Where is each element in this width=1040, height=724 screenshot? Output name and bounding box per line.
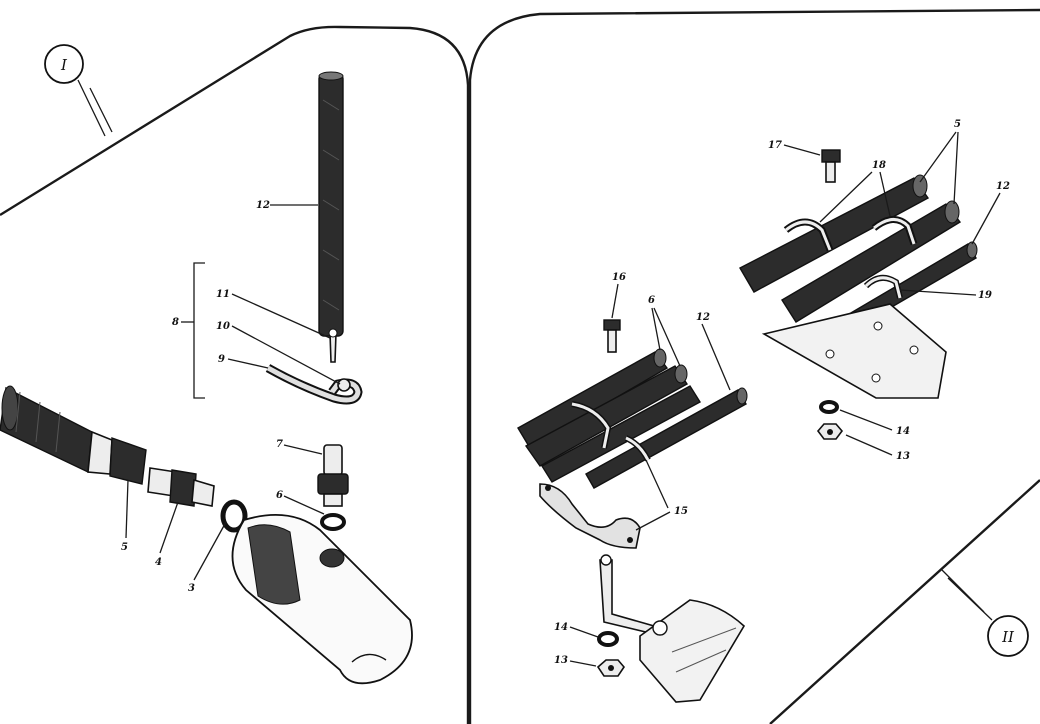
valve-7 (317, 444, 349, 507)
tank-outlet (231, 513, 413, 685)
group-8-bracket (193, 262, 205, 399)
callout-3: 3 (188, 521, 227, 594)
view-marker-II: II (941, 569, 1029, 657)
callout-5-right: 5 (919, 119, 961, 205)
svg-text:6: 6 (648, 295, 655, 306)
svg-text:II: II (1001, 628, 1015, 646)
tube-bundle-6 (517, 348, 701, 483)
callout-17: 17 (768, 140, 821, 156)
svg-text:6: 6 (276, 490, 283, 501)
svg-text:11: 11 (216, 289, 230, 300)
nut-13-top (816, 423, 844, 440)
callout-13-top: 13 (845, 434, 910, 462)
callout-5-left: 5 (121, 479, 129, 553)
callout-19: 19 (899, 289, 992, 301)
svg-text:14: 14 (554, 622, 568, 633)
svg-text:5: 5 (121, 542, 128, 553)
svg-text:12: 12 (256, 200, 270, 211)
svg-text:10: 10 (216, 321, 230, 332)
svg-text:12: 12 (996, 181, 1010, 192)
left-panel-outline (0, 25, 470, 724)
callout-12-left: 12 (256, 200, 318, 211)
svg-text:14: 14 (896, 426, 910, 437)
svg-text:17: 17 (768, 140, 782, 151)
callout-18: 18 (819, 160, 891, 223)
right-panel-outline (468, 8, 1040, 724)
bolt-17 (821, 149, 841, 183)
svg-text:13: 13 (896, 451, 910, 462)
callout-9: 9 (218, 354, 269, 369)
braided-hose-5 (0, 385, 147, 485)
view-marker-I: I (44, 44, 113, 137)
svg-text:12: 12 (696, 312, 710, 323)
callout-15: 15 (635, 459, 688, 531)
washer-14-mid (597, 631, 619, 647)
svg-text:15: 15 (674, 506, 688, 517)
tube-12 (318, 71, 344, 337)
clamp-19 (863, 274, 903, 299)
bracket-clamp-15 (539, 483, 641, 549)
callout-8: 8 (172, 317, 194, 328)
callout-7: 7 (276, 439, 323, 455)
callout-12-top: 12 (971, 181, 1010, 245)
pin-11 (328, 328, 338, 363)
tube-pair-5 (739, 174, 962, 323)
svg-text:19: 19 (978, 290, 992, 301)
callout-6: 6 (276, 490, 325, 515)
svg-text:I: I (60, 56, 68, 74)
svg-text:16: 16 (612, 272, 626, 283)
ring-3 (220, 499, 248, 533)
bundle-clamp (571, 401, 651, 462)
callout-13-mid: 13 (554, 655, 597, 667)
washer-6 (320, 513, 346, 531)
mounting-bracket (599, 554, 746, 703)
svg-text:7: 7 (276, 439, 283, 450)
washer-14-top (819, 400, 839, 414)
fitting-4 (147, 467, 215, 507)
svg-text:4: 4 (155, 557, 162, 568)
callout-4: 4 (155, 501, 179, 568)
callout-6-right: 6 (648, 295, 681, 367)
callout-14-top: 14 (839, 409, 910, 437)
svg-text:5: 5 (954, 119, 961, 130)
clamp-18 (783, 216, 918, 252)
svg-text:3: 3 (188, 583, 195, 594)
callout-16: 16 (611, 272, 626, 319)
callout-10: 10 (216, 321, 341, 385)
svg-text:9: 9 (218, 354, 225, 365)
svg-text:8: 8 (172, 317, 179, 328)
nut-13-mid (596, 659, 626, 677)
svg-text:18: 18 (872, 160, 886, 171)
clamp-bolt-10 (337, 378, 351, 392)
callout-11: 11 (216, 289, 331, 339)
callout-14-mid: 14 (554, 622, 599, 638)
bolt-16 (603, 319, 621, 353)
svg-text:13: 13 (554, 655, 568, 666)
callout-12-mid: 12 (696, 312, 731, 391)
mounting-plate (761, 303, 947, 399)
tube-12-mid (585, 387, 748, 489)
